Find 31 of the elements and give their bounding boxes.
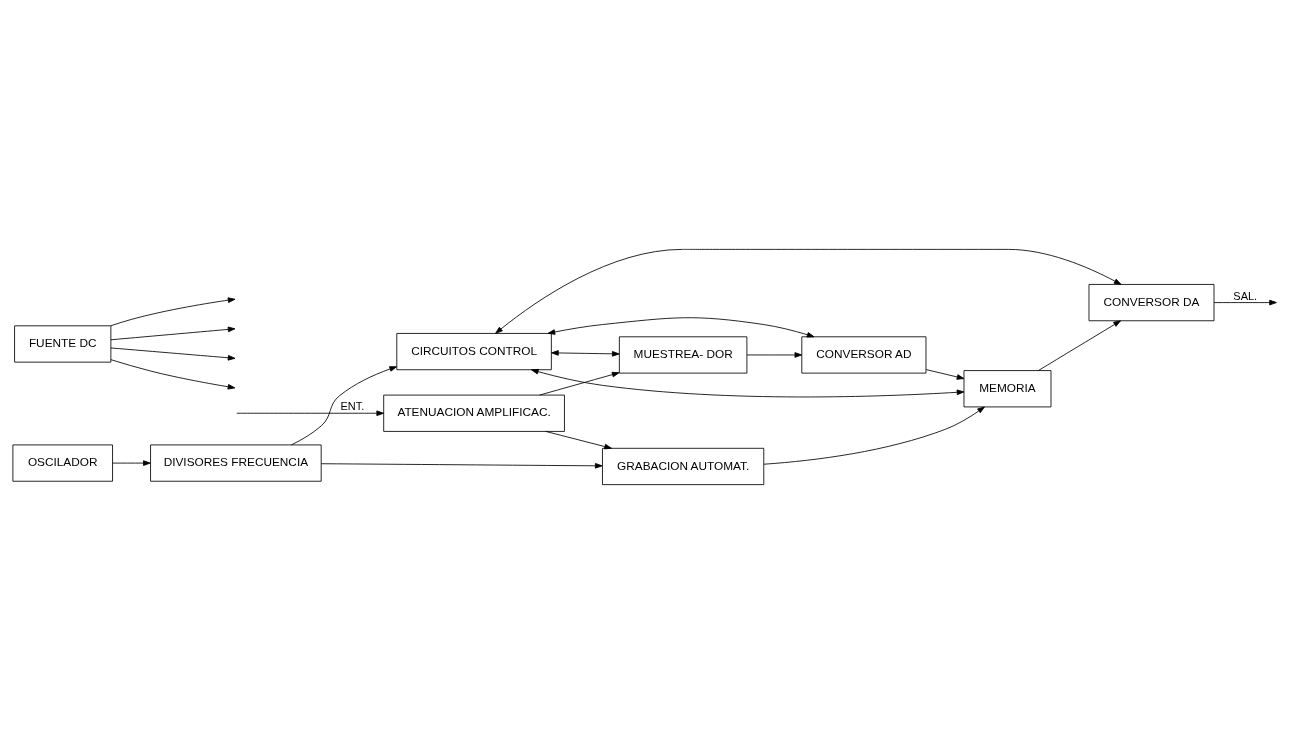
arrow [545,431,612,450]
arrow [925,369,965,380]
arrow [547,317,815,338]
arrow [291,366,397,446]
node-box: OSCILADOR [12,444,113,482]
arrow [110,359,236,390]
arrow [112,460,151,466]
arrow [763,406,985,465]
node-box: DIVISORES FRECUENCIA [150,444,322,482]
edge-label: SAL. [1233,289,1258,302]
edge-label: ENT. [340,400,365,413]
arrow [320,463,603,469]
arrow [551,350,620,357]
arrow [539,371,620,396]
arrow [236,410,385,417]
arrow [1213,299,1277,306]
node-box: CONVERSOR DA [1088,284,1215,322]
node-box: CONVERSOR AD [801,336,927,374]
arrow [495,248,1122,334]
arrow [531,368,965,398]
node-box: GRABACION AUTOMAT. [602,447,765,486]
node-box: MUESTREA- DOR [618,336,748,374]
node-box: FUENTE DC [14,325,112,363]
node-box: ATENUACION AMPLIFICAC. [383,394,565,432]
node-box: MEMORIA [963,370,1052,408]
arrow [110,347,236,361]
arrow [110,297,236,327]
node-box: CIRCUITOS CONTROL [396,333,552,371]
arrow [746,352,803,358]
arrow [1038,320,1121,371]
arrow [110,326,236,341]
